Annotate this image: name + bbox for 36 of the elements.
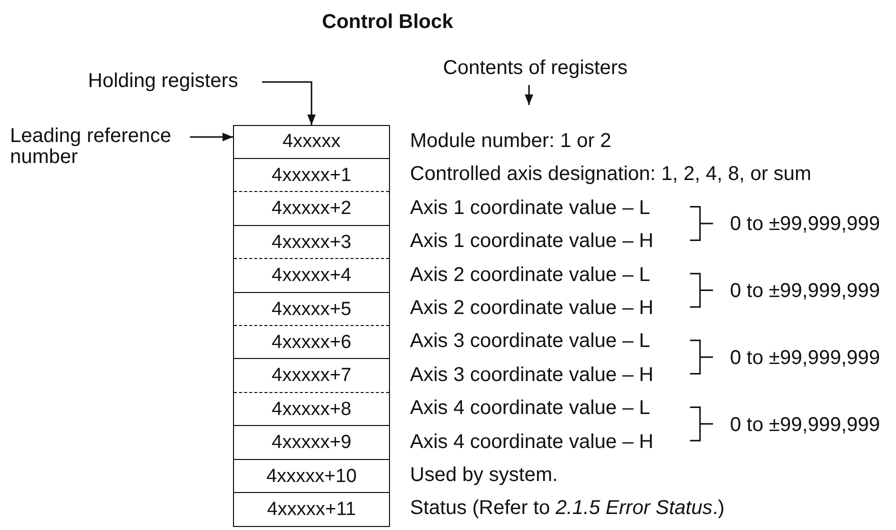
callout-text: Holding registers (88, 71, 258, 92)
register-description: Axis 1 coordinate value – H (410, 231, 654, 252)
register-cell: 4xxxxx+11 (234, 492, 389, 526)
register-description: Used by system. (410, 465, 558, 486)
value-range: 0 to ±99,999,999 (730, 348, 880, 369)
register-description: Status (Refer to 2.1.5 Error Status.) (410, 498, 725, 520)
register-cell: 4xxxxx+5 (234, 292, 389, 325)
register-cell: 4xxxxx+9 (234, 425, 389, 458)
register-cell: 4xxxxx+3 (234, 224, 389, 258)
register-description: Axis 4 coordinate value – L (410, 398, 650, 420)
register-cell: 4xxxxx+7 (234, 358, 389, 392)
diagram-title: Control Block (322, 12, 454, 33)
register-stack (233, 125, 390, 528)
value-range: 0 to ±99,999,999 (730, 414, 880, 436)
value-range: 0 to ±99,999,999 (730, 214, 880, 236)
register-cell: 4xxxxx+10 (234, 458, 389, 492)
register-description: Axis 3 coordinate value – L (410, 331, 650, 352)
register-description: Module number: 1 or 2 (410, 131, 612, 152)
arrow (524, 85, 534, 105)
register-description: Axis 3 coordinate value – H (410, 364, 654, 386)
arrow (262, 81, 316, 125)
callout-text: Leading reference number (10, 126, 186, 168)
register-cell: 4xxxxx+4 (234, 258, 389, 292)
register-cell: 4xxxxx+1 (234, 158, 389, 192)
register-description: Axis 2 coordinate value – H (410, 298, 654, 319)
register-cell: 4xxxxx (234, 124, 389, 158)
register-description: Axis 4 coordinate value – H (410, 432, 654, 453)
arrow (190, 132, 233, 142)
register-description: Controlled axis designation: 1, 2, 4, 8, or sum (410, 164, 812, 186)
register-cell: 4xxxxx+8 (234, 392, 389, 426)
register-description: Axis 2 coordinate value – L (410, 264, 650, 286)
register-cell: 4xxxxx+2 (234, 191, 389, 225)
register-cell: 4xxxxx+6 (234, 324, 389, 358)
callout-text: Contents of registers (443, 58, 643, 79)
register-description: Axis 1 coordinate value – L (410, 198, 650, 219)
value-range: 0 to ±99,999,999 (730, 281, 880, 302)
